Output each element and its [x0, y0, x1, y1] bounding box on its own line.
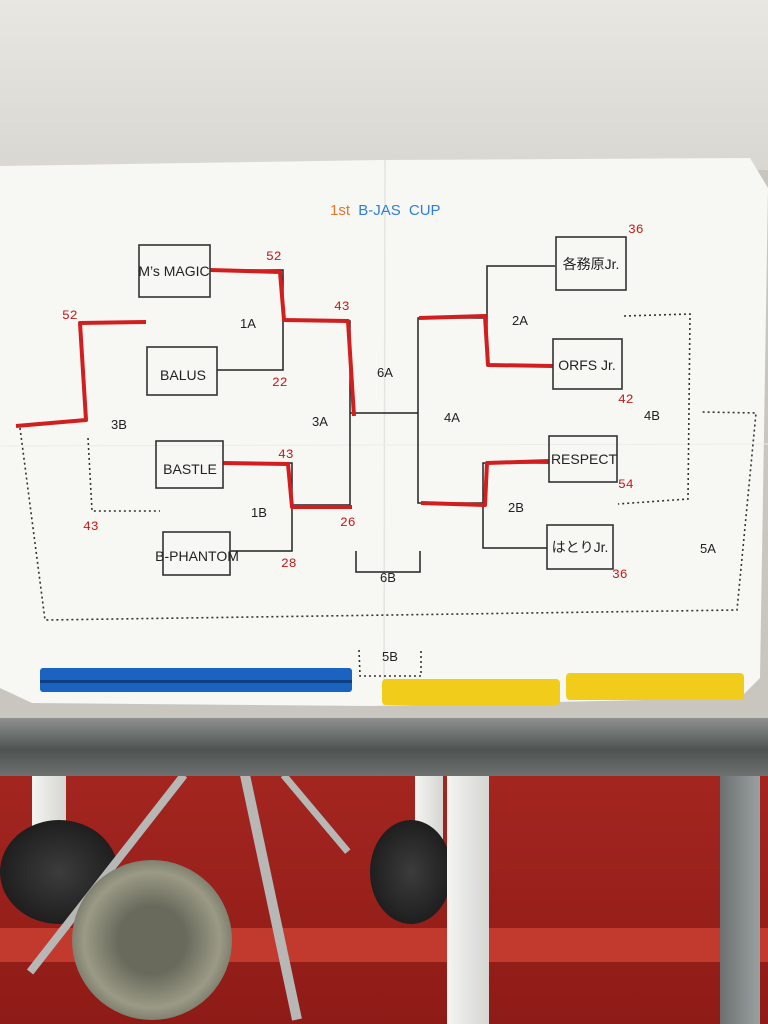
svg-text:2A: 2A — [512, 313, 528, 328]
team-orfs: ORFS Jr. — [558, 357, 616, 373]
svg-text:2B: 2B — [508, 500, 524, 515]
svg-text:6B: 6B — [380, 570, 396, 585]
team-hatori: はとりJr. — [552, 539, 609, 555]
team-bastle: BASTLE — [163, 461, 217, 477]
svg-text:4A: 4A — [444, 410, 460, 425]
svg-text:3B: 3B — [111, 417, 127, 432]
consolation-lines — [19, 313, 757, 677]
svg-text:1A: 1A — [240, 316, 256, 331]
svg-text:26: 26 — [340, 515, 356, 530]
whiteboard-frame-rail — [0, 718, 768, 776]
svg-text:42: 42 — [618, 392, 634, 407]
svg-text:4B: 4B — [644, 408, 660, 423]
svg-text:36: 36 — [628, 222, 644, 237]
svg-text:54: 54 — [618, 477, 634, 492]
svg-text:5A: 5A — [700, 541, 716, 556]
white-pole — [447, 770, 489, 1024]
svg-text:43: 43 — [83, 519, 99, 534]
team-names: M’s MAGIC BALUS BASTLE B-PHANTOM 各務原Jr. … — [138, 256, 619, 564]
svg-text:28: 28 — [281, 556, 297, 571]
team-respect: RESPECT — [551, 451, 618, 467]
team-boxes — [138, 236, 627, 576]
svg-text:3A: 3A — [312, 414, 328, 429]
svg-text:1B: 1B — [251, 505, 267, 520]
team-b-phantom: B-PHANTOM — [155, 548, 239, 564]
pole-base — [370, 820, 452, 924]
yellow-magnet-strip — [382, 679, 560, 705]
svg-text:22: 22 — [272, 375, 288, 390]
wall — [0, 0, 768, 170]
poster-title: 1st B-JAS CUP — [330, 202, 441, 219]
scores: 52 22 43 28 43 26 52 43 36 42 54 36 — [62, 222, 644, 582]
svg-text:36: 36 — [612, 567, 628, 582]
svg-text:52: 52 — [266, 249, 282, 264]
svg-text:52: 52 — [62, 308, 78, 323]
team-kakamigahara: 各務原Jr. — [563, 256, 620, 272]
svg-text:43: 43 — [278, 447, 294, 462]
bracket-poster: 1st B-JAS CUP — [0, 158, 768, 707]
game-labels: 1A 1B 2A 2B 3A 3B 4A 4B 5A 5B 6A 6B — [111, 313, 716, 664]
team-balus: BALUS — [160, 367, 206, 383]
board-stand-post — [720, 770, 760, 1024]
cable-reel — [72, 860, 232, 1020]
svg-text:6A: 6A — [377, 365, 393, 380]
svg-text:43: 43 — [334, 299, 350, 314]
yellow-magnet-strip — [566, 673, 744, 700]
svg-text:5B: 5B — [382, 649, 398, 664]
winning-path — [15, 268, 554, 509]
team-ms-magic: M’s MAGIC — [138, 263, 209, 279]
